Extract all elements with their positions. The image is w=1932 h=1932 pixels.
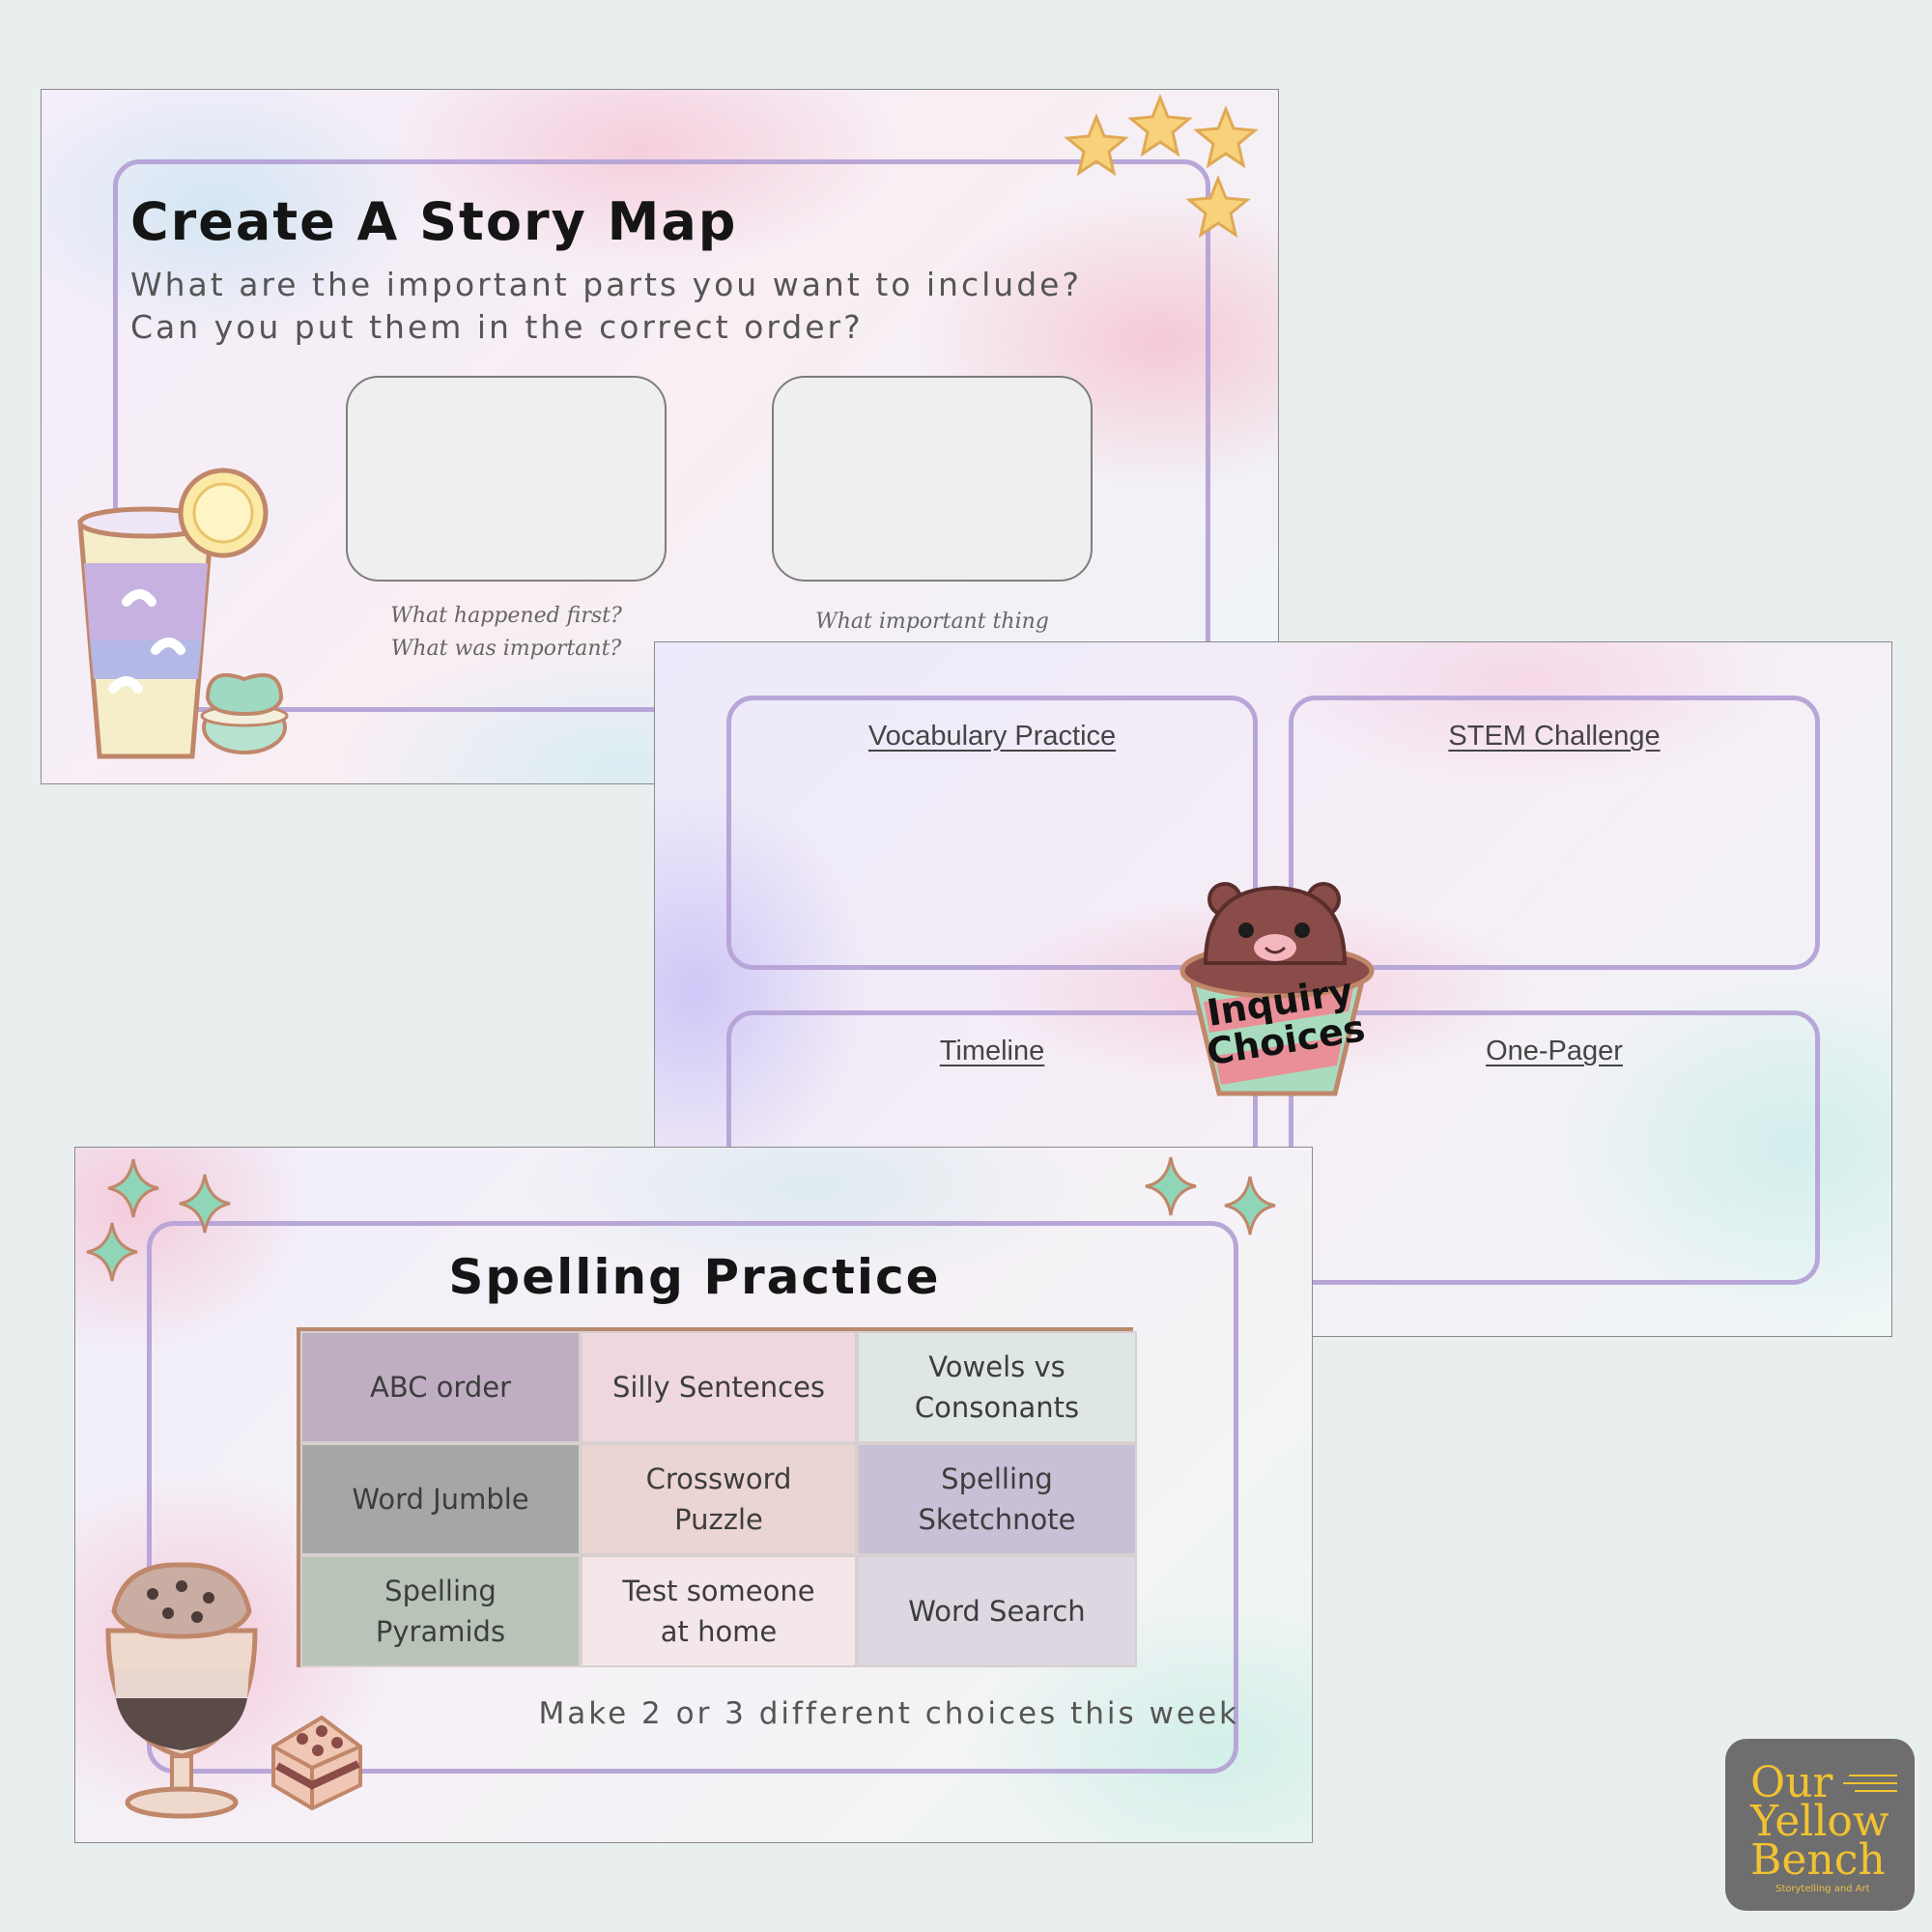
lemonade-glass-icon [77, 468, 269, 759]
our-yellow-bench-logo: Our Yellow Bench Storytelling and Art [1725, 1739, 1915, 1911]
cell-line: Vowels vs [928, 1350, 1065, 1383]
cell-line: Sketchnote [918, 1503, 1076, 1536]
spelling-choice-cell[interactable]: Word Search [857, 1555, 1137, 1667]
logo-line2: Yellow [1750, 1797, 1889, 1846]
stars-decoration [1064, 93, 1259, 239]
story-map-subtitle-line1: What are the important parts you want to… [130, 266, 1082, 303]
spelling-choice-cell[interactable]: Silly Sentences [581, 1331, 857, 1443]
inquiry-title-stem: STEM Challenge [1448, 721, 1661, 752]
sparkle-icon [86, 1222, 138, 1282]
story-box-first[interactable] [346, 376, 667, 582]
spelling-choice-label: ABC order [370, 1367, 511, 1407]
cell-line: Spelling [384, 1575, 497, 1607]
sparkle-icon [1145, 1156, 1197, 1216]
story-box-second[interactable] [772, 376, 1093, 582]
spelling-frame [147, 1221, 1238, 1774]
caption-line: What happened first? [390, 604, 622, 628]
sparkle-icon [1224, 1176, 1276, 1236]
cell-line: Crossword [645, 1463, 792, 1495]
spelling-slide: Spelling Practice ABC order Silly Sentenc… [74, 1147, 1313, 1843]
cell-line: Test someone [622, 1575, 815, 1607]
inquiry-box-vocabulary[interactable] [726, 696, 1258, 970]
cake-slice-icon [271, 1715, 362, 1811]
cell-line: Word Search [908, 1595, 1086, 1628]
caption-line: What important thing [815, 610, 1049, 634]
story-map-subtitle: What are the important parts you want to… [130, 264, 1212, 349]
inquiry-title-one-pager: One-Pager [1486, 1036, 1623, 1066]
star-icon [1193, 104, 1259, 169]
spelling-title: Spelling Practice [448, 1249, 941, 1305]
spelling-choice-label: Vowels vs Consonants [915, 1347, 1079, 1428]
star-icon [1185, 174, 1251, 239]
spelling-choice-cell[interactable]: ABC order [300, 1331, 581, 1443]
spelling-choice-label: Test someone at home [622, 1571, 814, 1652]
story-box-second-caption: What important thing [772, 606, 1093, 639]
cell-line: ABC order [369, 1371, 512, 1404]
story-box-first-caption: What happened first? What was important? [346, 600, 667, 666]
macaron-icon [200, 673, 289, 754]
inquiry-title-timeline: Timeline [939, 1036, 1045, 1066]
spelling-footer: Make 2 or 3 different choices this week [538, 1696, 1239, 1731]
cell-line: at home [660, 1615, 778, 1648]
spelling-choice-label: Word Search [908, 1591, 1085, 1632]
spelling-choice-label: Silly Sentences [612, 1367, 825, 1407]
star-icon [1127, 93, 1193, 157]
story-map-title: Create A Story Map [130, 191, 738, 252]
bench-lines-icon [1843, 1775, 1897, 1792]
logo-line1: Our [1750, 1758, 1833, 1807]
cell-line: Silly Sentences [611, 1371, 826, 1404]
spelling-choice-label: Word Jumble [352, 1479, 528, 1520]
cell-line: Word Jumble [352, 1483, 529, 1516]
story-map-subtitle-line2: Can you put them in the correct order? [130, 308, 864, 346]
sparkles-decoration-left [86, 1158, 231, 1282]
spelling-choice-cell[interactable]: Vowels vs Consonants [857, 1331, 1137, 1443]
logo-tagline: Storytelling and Art [1776, 1884, 1870, 1894]
spelling-choice-cell[interactable]: Test someone at home [581, 1555, 857, 1667]
spelling-choice-grid: ABC order Silly Sentences Vowels vs Consona… [297, 1327, 1137, 1667]
star-icon [1064, 112, 1129, 177]
sparkles-decoration-right [1145, 1156, 1276, 1236]
caption-line: What was important? [390, 637, 622, 661]
cell-line: Consonants [914, 1391, 1080, 1424]
bear-cupcake-icon [1179, 882, 1375, 1096]
inquiry-title-vocabulary: Vocabulary Practice [867, 721, 1117, 752]
logo-line3: Bench [1750, 1835, 1886, 1885]
sparkle-icon [179, 1174, 231, 1234]
cell-line: Pyramids [375, 1615, 506, 1648]
sparkle-icon [107, 1158, 159, 1218]
spelling-choice-cell[interactable]: Word Jumble [300, 1443, 581, 1555]
parfait-icon [105, 1562, 258, 1819]
inquiry-box-stem[interactable] [1289, 696, 1820, 970]
cell-line: Puzzle [674, 1503, 763, 1536]
cell-line: Spelling [941, 1463, 1053, 1495]
